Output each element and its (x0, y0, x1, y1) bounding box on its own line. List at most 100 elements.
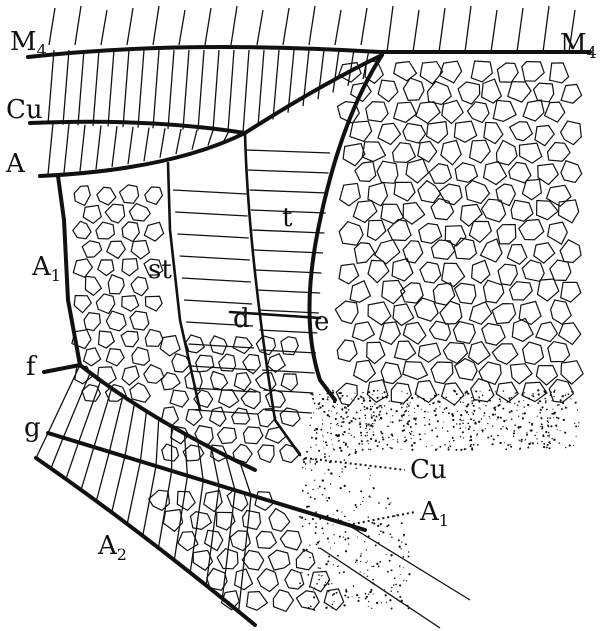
stipple-dot (344, 516, 346, 518)
stipple-dot (318, 567, 320, 569)
stipple-dot (473, 405, 475, 407)
stipple-dot (365, 423, 367, 425)
stipple-dot (377, 397, 379, 399)
stipple-dot (475, 423, 477, 425)
stipple-dot (453, 404, 455, 406)
stipple-dot (343, 537, 344, 538)
wing-cell (265, 427, 286, 443)
stipple-dot (511, 397, 512, 398)
stipple-dot (399, 546, 401, 548)
stipple-dot (557, 429, 558, 430)
stipple-dot (331, 439, 332, 440)
stipple-dot (374, 403, 375, 404)
stipple-dot (379, 411, 381, 413)
stipple-dot (378, 441, 380, 443)
crossvein-cu-a (64, 124, 69, 173)
label-d: d (233, 304, 250, 334)
stipple-dot (345, 590, 347, 592)
stipple-dot (309, 523, 311, 525)
stipple-dot (379, 561, 381, 563)
stipple-dot (391, 587, 393, 589)
stipple-dot (400, 574, 401, 575)
stipple-dot (527, 447, 529, 449)
crossvein-st (175, 212, 247, 216)
stipple-dot (368, 391, 370, 393)
stipple-dot (368, 601, 369, 602)
wing-cell (367, 220, 385, 240)
crossvein-stub (517, 8, 523, 52)
stipple-dot (401, 522, 403, 524)
stipple-dot (500, 443, 502, 445)
stipple-dot (405, 439, 407, 441)
wing-cell (380, 322, 401, 345)
stipple-dot (408, 556, 410, 558)
stipple-dot (401, 542, 402, 543)
stipple-dot (385, 594, 387, 596)
stipple-dot (575, 426, 577, 428)
crossvein-stub (257, 10, 263, 45)
wing-cell (442, 100, 463, 123)
stipple-dot (407, 423, 409, 425)
stipple-dot (334, 542, 335, 543)
stipple-dot (355, 468, 356, 469)
wing-cell (107, 241, 126, 258)
wing-cell (362, 142, 385, 162)
stipple-dot (306, 507, 307, 508)
wing-cell (469, 221, 491, 242)
stipple-dot (368, 443, 369, 444)
stipple-dot (432, 445, 433, 446)
wing-cell (339, 222, 363, 246)
stipple-dot (500, 417, 502, 419)
stipple-dot (405, 543, 407, 545)
wing-cell (461, 204, 482, 226)
stipple-dot (310, 496, 312, 498)
stipple-dot (528, 443, 530, 445)
stipple-dot (497, 405, 499, 407)
stipple-dot (413, 442, 415, 444)
stipple-dot (570, 398, 571, 399)
stipple-dot (489, 418, 490, 419)
stipple-dot (545, 402, 547, 404)
wing-cell (394, 102, 417, 122)
stipple-dot (514, 403, 515, 404)
stipple-dot (577, 409, 578, 410)
stipple-dot (314, 463, 316, 465)
stipple-dot (360, 490, 362, 492)
stipple-dot (328, 469, 330, 471)
stipple-dot (336, 412, 337, 413)
stipple-dot (489, 389, 491, 391)
wing-cell (74, 296, 91, 313)
stipple-dot (367, 561, 368, 562)
stipple-dot (505, 427, 507, 429)
stipple-dot (507, 429, 508, 430)
stipple-dot (569, 444, 571, 446)
stipple-dot (321, 575, 322, 576)
stipple-dot (522, 413, 523, 414)
stipple-dot (404, 437, 405, 438)
stipple-dot (494, 409, 496, 411)
stipple-dot (324, 448, 325, 449)
stipple-dot (380, 431, 382, 433)
stipple-dot (391, 536, 393, 538)
wing-cell (538, 164, 559, 185)
wing-cell (247, 592, 268, 611)
stipple-dot (343, 442, 345, 444)
stipple-dot (495, 414, 496, 415)
crossvein-anal (96, 452, 109, 501)
stipple-dot (536, 438, 537, 439)
stipple-dot (435, 449, 437, 451)
stipple-dot (305, 519, 307, 521)
stipple-dot (459, 427, 461, 429)
stipple-dot (340, 450, 342, 452)
wing-cell (453, 322, 475, 344)
stipple-dot (345, 531, 347, 533)
stipple-dot (471, 397, 472, 398)
stipple-dot (365, 435, 367, 437)
stipple-dot (404, 441, 406, 443)
wing-cell (146, 296, 163, 311)
stipple-dot (318, 579, 319, 580)
stipple-dot (327, 414, 329, 416)
stipple-dot (356, 506, 358, 508)
wing-cell (428, 82, 452, 105)
crossvein-anal (174, 476, 187, 560)
